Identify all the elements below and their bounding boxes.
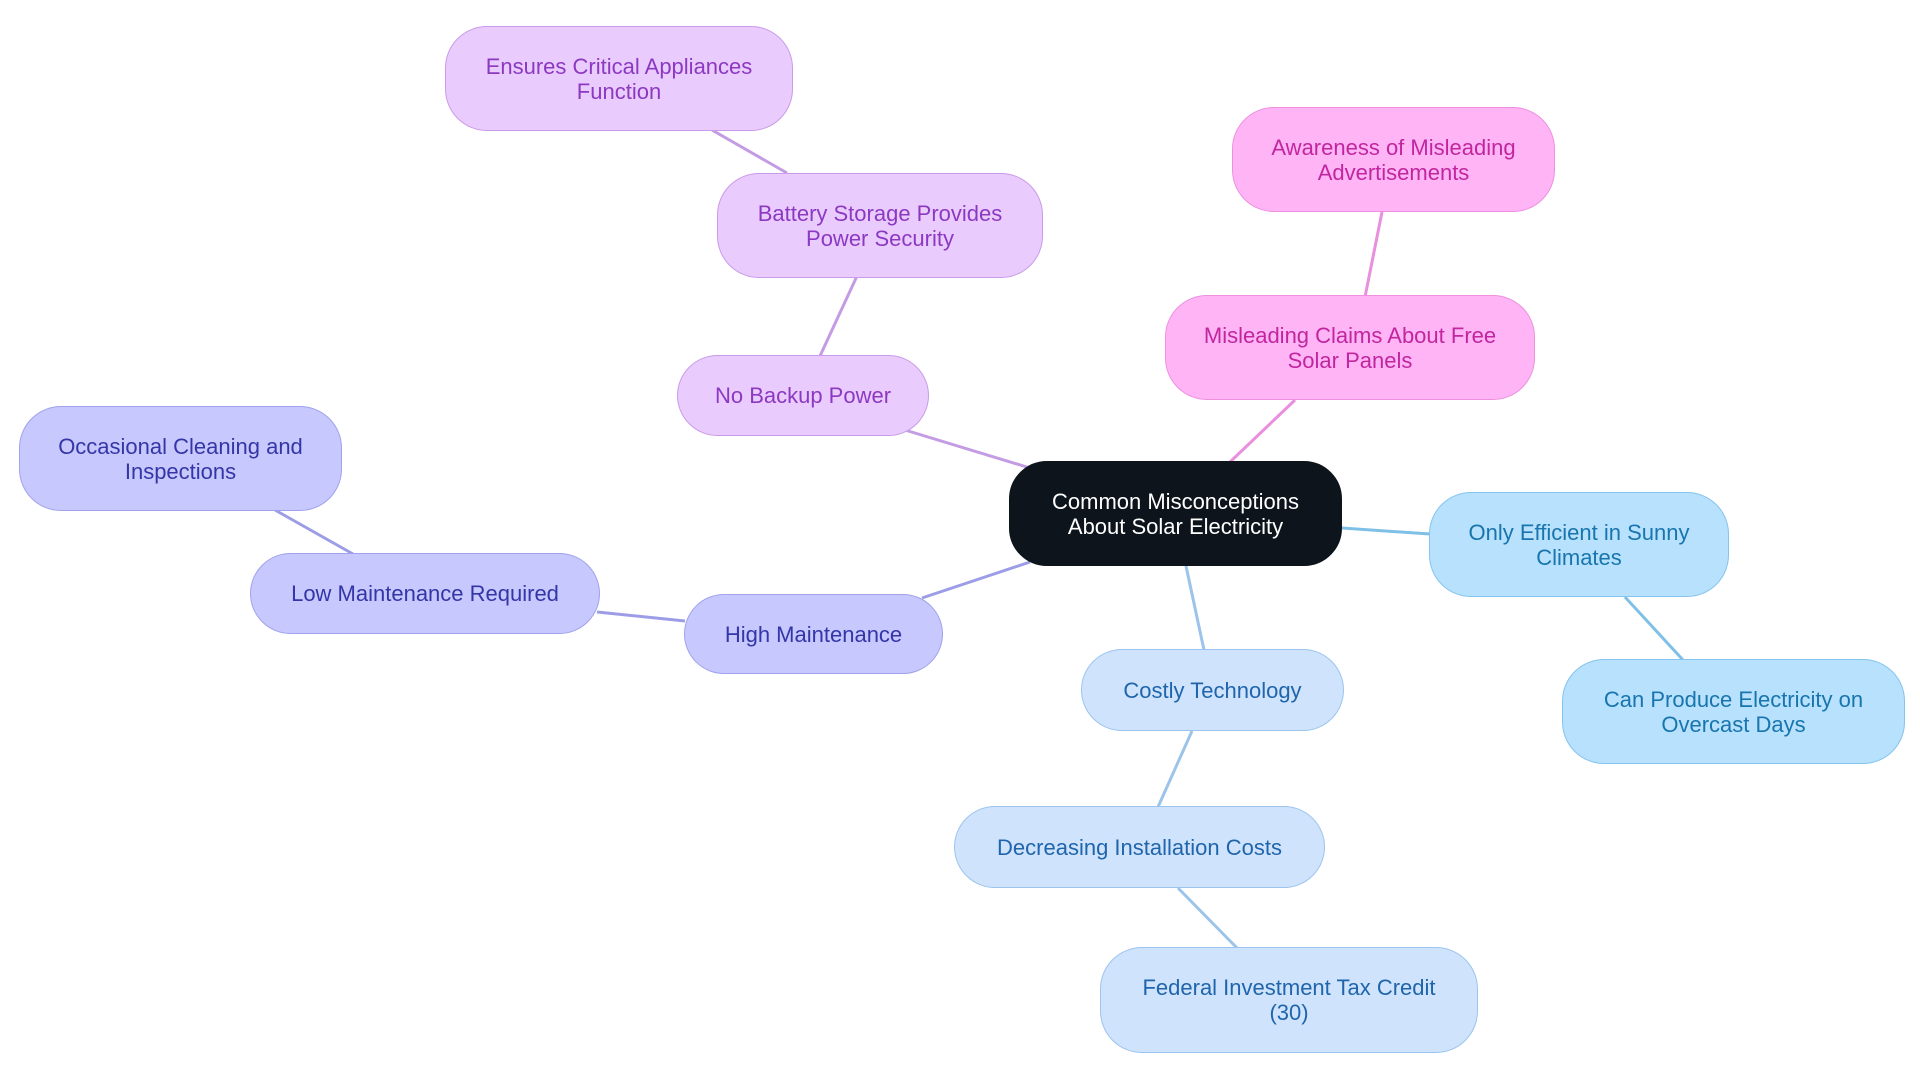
node-label: Federal Investment Tax Credit (30) (1142, 975, 1436, 1025)
node-federal-tax-credit[interactable]: Federal Investment Tax Credit (30) (1100, 947, 1478, 1053)
edge-maintenance-low (596, 610, 686, 623)
node-overcast-days[interactable]: Can Produce Electricity on Overcast Days (1562, 659, 1905, 764)
edge-battery-appliances (711, 128, 788, 175)
node-label: Costly Technology (1123, 677, 1302, 703)
node-critical-appliances[interactable]: Ensures Critical Appliances Function (445, 26, 793, 131)
root-node[interactable]: Common Misconceptions About Solar Electr… (1009, 461, 1342, 566)
edge-low-cleaning (274, 508, 354, 556)
node-label: High Maintenance (724, 621, 903, 647)
node-decreasing-costs[interactable]: Decreasing Installation Costs (954, 806, 1325, 888)
edge-free-panels-ads (1363, 211, 1384, 298)
node-label: Ensures Critical Appliances Function (485, 53, 753, 104)
edge-cost-decreasing (1156, 730, 1194, 808)
node-high-maintenance[interactable]: High Maintenance (684, 594, 943, 674)
node-misleading-ads[interactable]: Awareness of Misleading Advertisements (1232, 107, 1555, 212)
node-label: No Backup Power (714, 383, 892, 408)
node-cleaning-inspections[interactable]: Occasional Cleaning and Inspections (19, 406, 342, 511)
node-label: Battery Storage Provides Power Security (757, 200, 1003, 251)
node-label: Can Produce Electricity on Overcast Days (1603, 686, 1864, 737)
node-no-backup-power[interactable]: No Backup Power (677, 355, 929, 436)
edge-sunny-overcast (1623, 595, 1685, 662)
node-sunny-climates[interactable]: Only Efficient in Sunny Climates (1429, 492, 1729, 597)
edge-decreasing-federal (1176, 886, 1239, 950)
edge-root-backup (904, 428, 1031, 470)
node-label: Low Maintenance Required (291, 581, 559, 606)
edge-root-cost (1184, 565, 1206, 651)
node-label: Decreasing Installation Costs (997, 834, 1282, 860)
node-low-maintenance[interactable]: Low Maintenance Required (250, 553, 600, 634)
node-label: Occasional Cleaning and Inspections (58, 433, 303, 484)
node-costly-technology[interactable]: Costly Technology (1081, 649, 1344, 731)
node-label: Only Efficient in Sunny Climates (1468, 519, 1690, 570)
node-label: Awareness of Misleading Advertisements (1271, 134, 1516, 185)
node-label: Misleading Claims About Free Solar Panel… (1203, 322, 1497, 373)
edge-root-maintenance (921, 560, 1031, 600)
root-label: Common Misconceptions About Solar Electr… (1052, 488, 1299, 539)
node-free-solar-claims[interactable]: Misleading Claims About Free Solar Panel… (1165, 295, 1535, 400)
edge-root-sunny (1341, 526, 1431, 536)
node-battery-storage[interactable]: Battery Storage Provides Power Security (717, 173, 1043, 278)
edge-root-free-panels (1228, 398, 1297, 464)
edge-backup-battery (818, 275, 859, 357)
